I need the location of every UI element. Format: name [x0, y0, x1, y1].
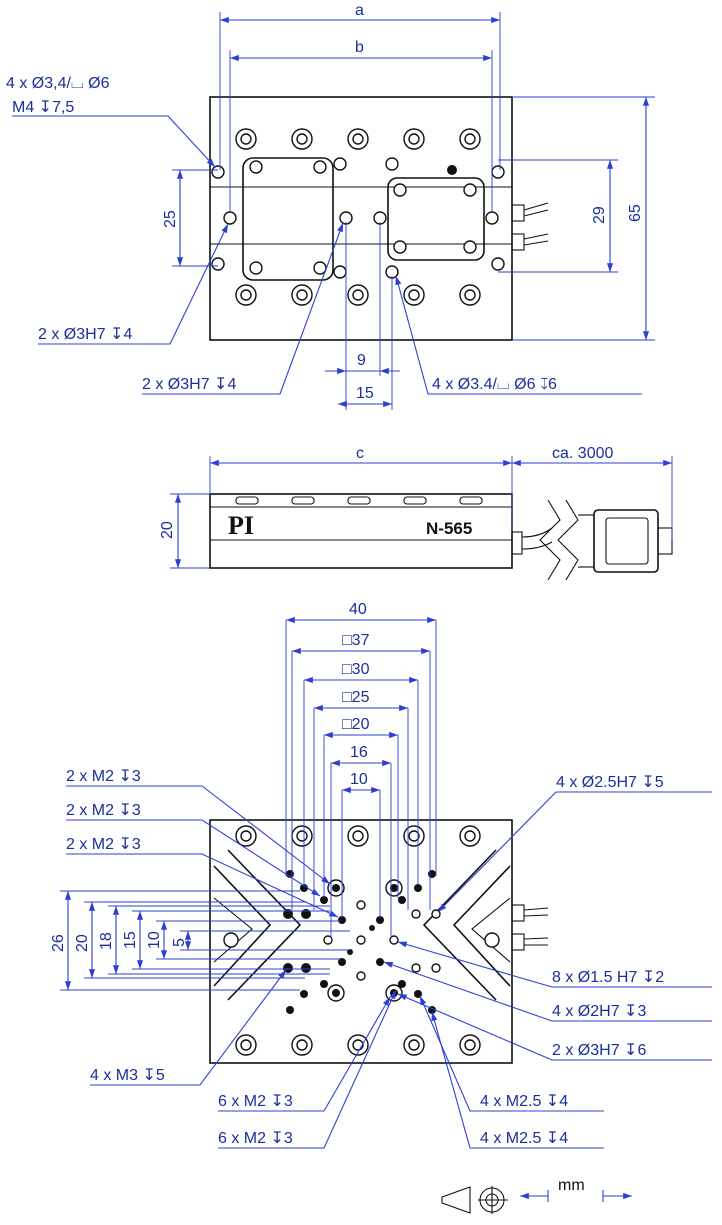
projection-symbol	[441, 1186, 508, 1214]
callout-m2-a: 2 x M2 ↧3	[66, 768, 141, 785]
callout-mount-1: 4 x Ø3,4/⌴ Ø6	[6, 75, 110, 92]
dim-9-label: 9	[357, 352, 366, 369]
dim-sq20-label: □20	[342, 716, 370, 733]
dim-65-label: 65	[627, 204, 644, 222]
callout-m2-b: 2 x M2 ↧3	[66, 802, 141, 819]
side-cable	[511, 499, 673, 581]
callout-m25-b: 4 x M2.5 ↧4	[480, 1130, 568, 1147]
dim-40-label: 40	[349, 601, 367, 618]
dim-v10-label: 10	[146, 931, 163, 949]
dim-c-label: c	[356, 445, 364, 462]
dim-v15-label: 15	[122, 931, 139, 949]
dim-25-label: 25	[162, 210, 179, 228]
side-top-holes	[235, 496, 483, 505]
brand-logo: PI	[228, 511, 254, 540]
bottom-outer-holes	[235, 825, 481, 1056]
callout-m25-a: 4 x M2.5 ↧4	[480, 1093, 568, 1110]
bottom-center-pattern	[283, 870, 441, 1014]
top-cable-connectors	[511, 202, 549, 251]
side-view: PI N-565 c ca. 3000 20	[159, 445, 673, 581]
callout-m2-6b: 6 x M2 ↧3	[218, 1130, 293, 1147]
callout-h7-15: 8 x Ø1.5 H7 ↧2	[552, 969, 664, 986]
dim-b-label: b	[355, 39, 364, 56]
dim-sq30-label: □30	[342, 661, 370, 678]
callout-counterbore: 4 x Ø3.4/⌴ Ø6 ↧6	[432, 376, 557, 393]
top-right-plate	[387, 177, 485, 261]
dim-20-label: 20	[159, 521, 176, 539]
dim-v18-label: 18	[98, 932, 115, 950]
bottom-view: 40 □37 □30 □25 □20 16 10 26 20	[50, 601, 712, 1149]
dim-v5-label: 5	[171, 938, 188, 947]
callout-pin-center: 2 x Ø3H7 ↧4	[142, 376, 236, 393]
units-indicator: mm	[520, 1177, 632, 1202]
top-holes	[211, 128, 505, 306]
top-left-plate	[242, 157, 334, 281]
dim-10-label: 10	[350, 771, 368, 788]
dim-a-label: a	[355, 2, 364, 19]
top-view: a b 65 29 25 9 15 4 x Ø3,4/⌴ Ø6 M4 ↧7,5	[6, 2, 655, 410]
callout-pin-left: 2 x Ø3H7 ↧4	[38, 326, 132, 343]
dim-cable-label: ca. 3000	[552, 445, 613, 462]
dim-v20-label: 20	[74, 934, 91, 952]
dim-16-label: 16	[350, 744, 368, 761]
callout-m3: 4 x M3 ↧5	[90, 1067, 165, 1084]
callout-h7-25: 4 x Ø2.5H7 ↧5	[556, 774, 664, 791]
dim-v26-label: 26	[50, 934, 67, 952]
dim-sq25-label: □25	[342, 689, 370, 706]
callout-h7-3: 2 x Ø3H7 ↧6	[552, 1042, 646, 1059]
callout-h7-2: 4 x Ø2H7 ↧3	[552, 1003, 646, 1020]
dim-15-label: 15	[356, 385, 374, 402]
bottom-cable-connectors	[511, 904, 549, 951]
callout-m2-6a: 6 x M2 ↧3	[218, 1093, 293, 1110]
callout-mount-2: M4 ↧7,5	[12, 99, 74, 116]
callout-m2-c: 2 x M2 ↧3	[66, 836, 141, 853]
units-label: mm	[558, 1177, 585, 1194]
dim-sq37-label: □37	[342, 632, 370, 649]
dim-29-label: 29	[591, 206, 608, 224]
model-label: N-565	[426, 519, 472, 538]
